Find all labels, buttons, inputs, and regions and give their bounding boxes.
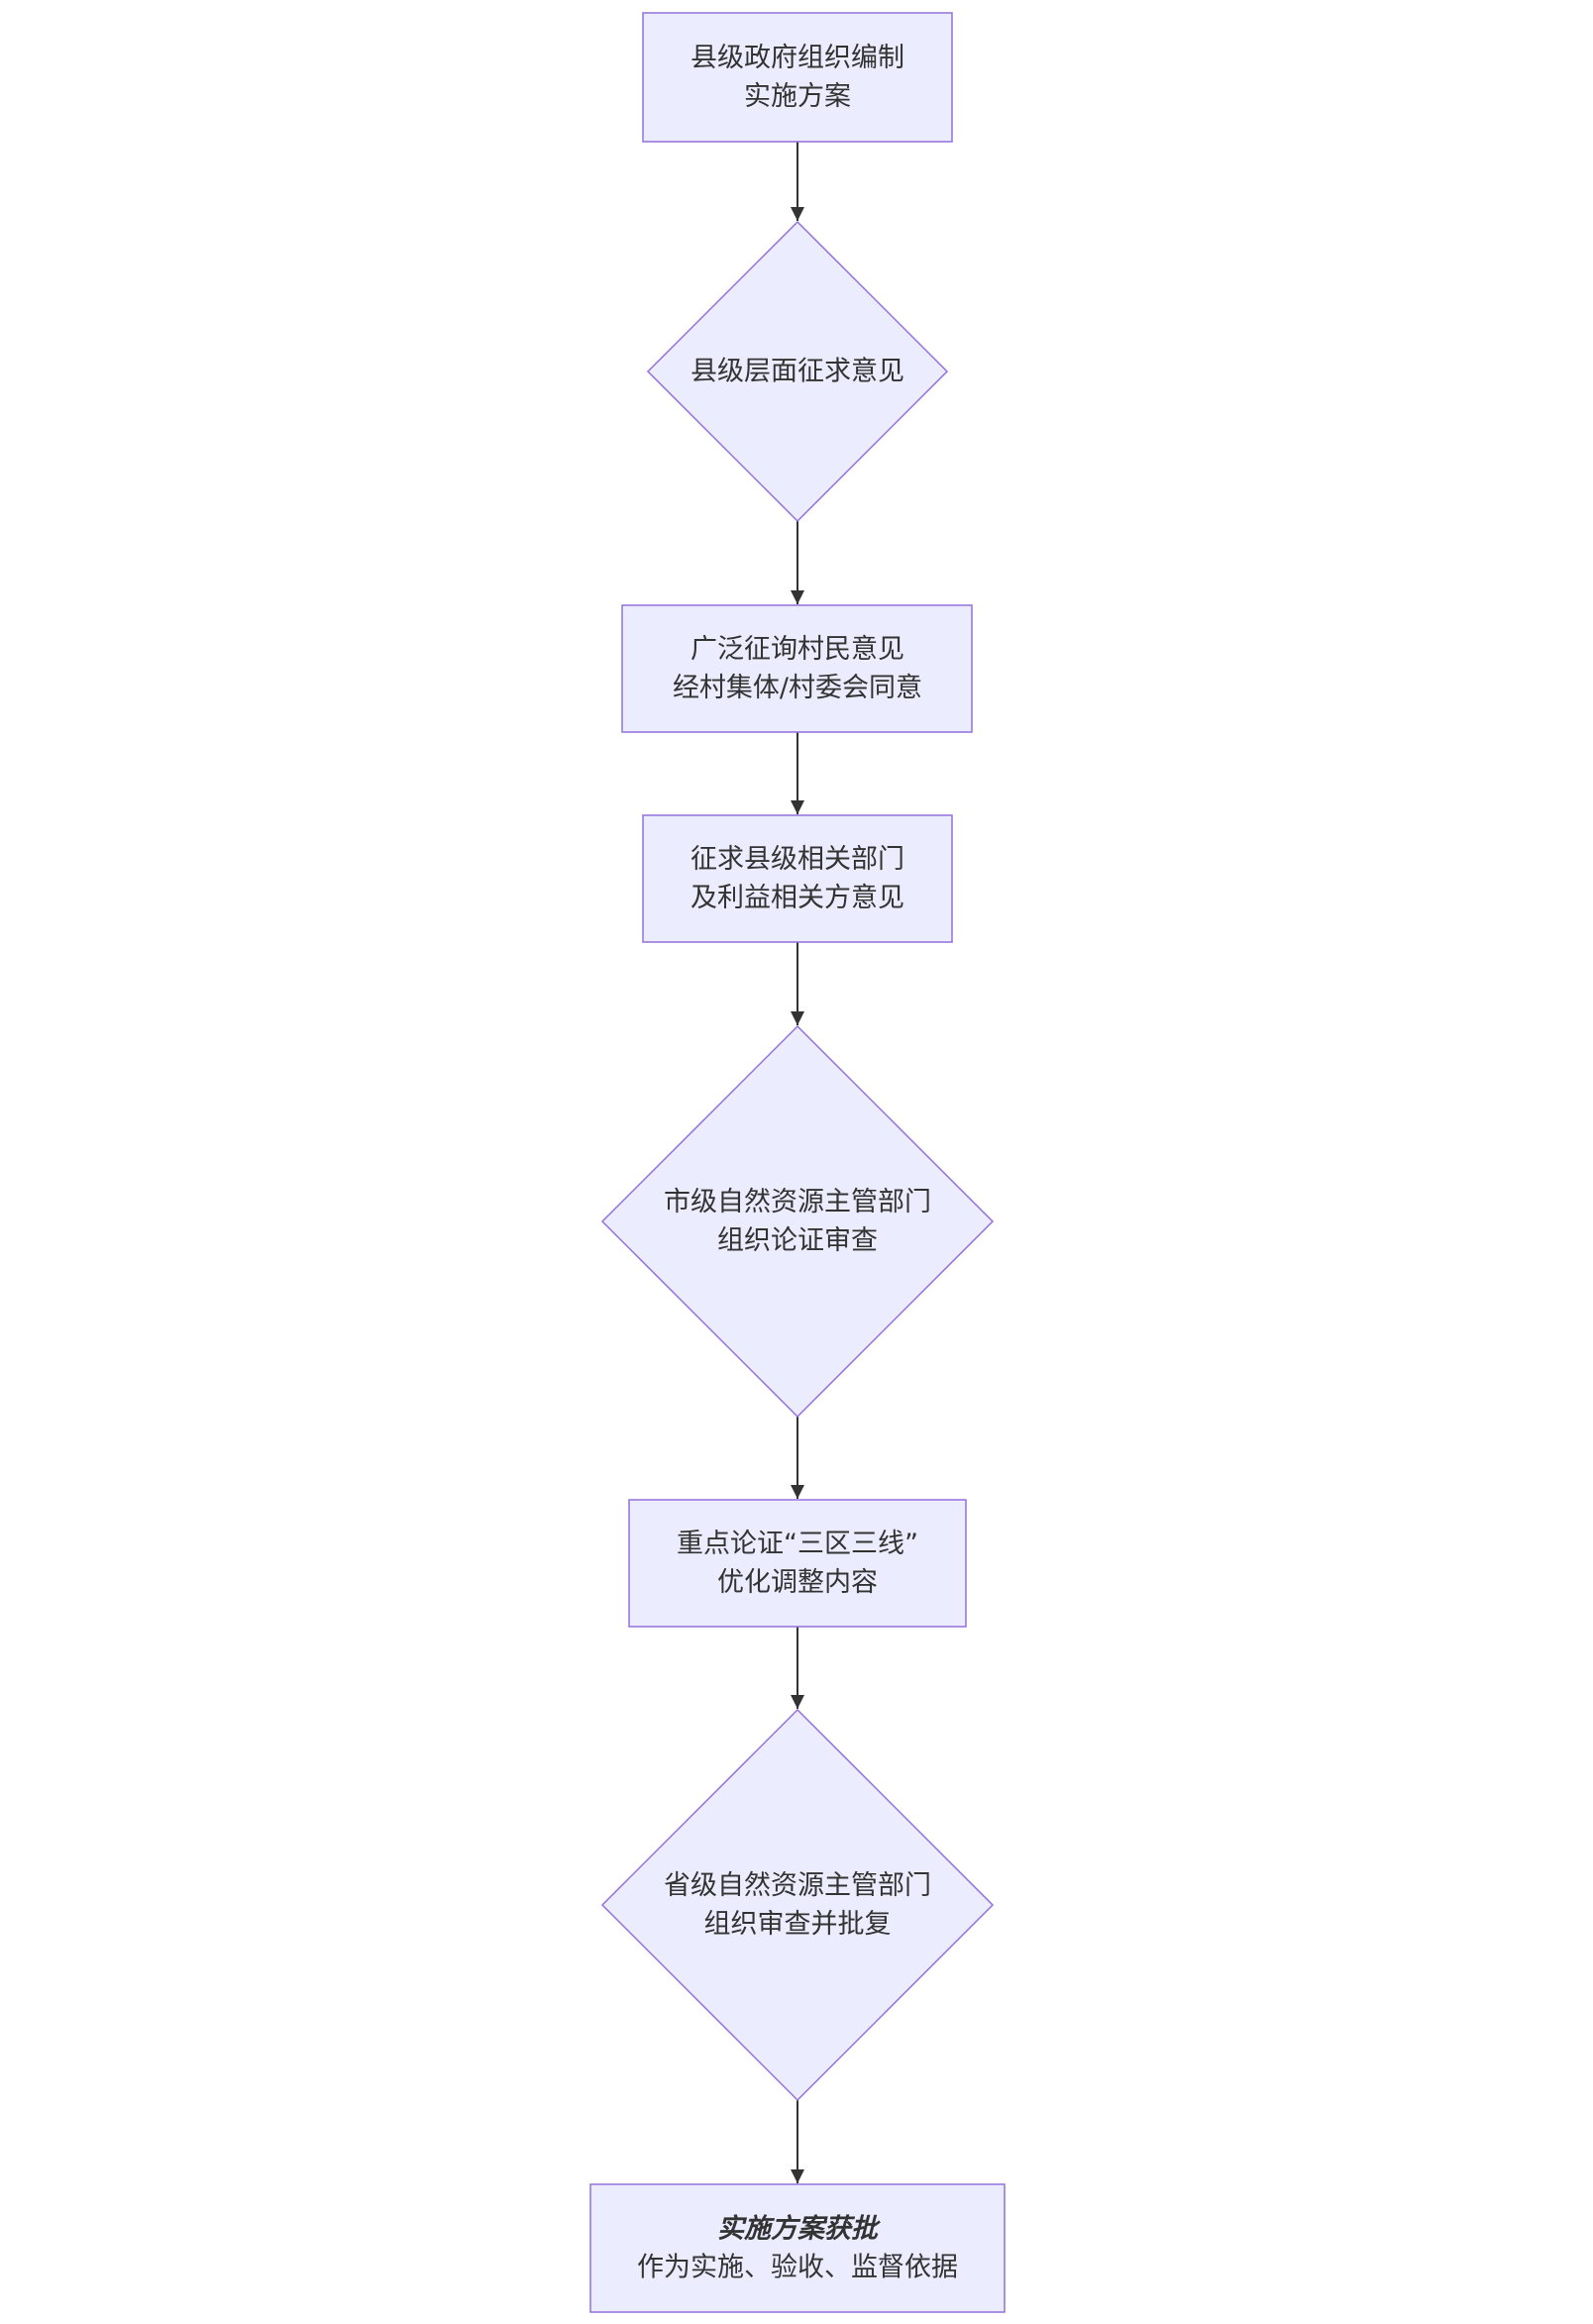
node-label-line: 省级自然资源主管部门 — [664, 1870, 931, 1901]
node-label-line: 经村集体/村委会同意 — [673, 673, 922, 703]
process-box — [621, 604, 973, 733]
node-label-line: 作为实施、验收、监督依据 — [637, 2253, 958, 2283]
nodes: 县级政府组织编制实施方案县级层面征求意见广泛征询村民意见经村集体/村委会同意征求… — [589, 12, 1006, 2313]
node-label-line: 实施方案获批 — [717, 2214, 881, 2245]
node-label-line: 及利益相关方意见 — [690, 883, 904, 913]
node-label-line: 县级层面征求意见 — [690, 357, 904, 387]
node-label-line: 县级政府组织编制 — [690, 43, 904, 73]
node-label-line: 实施方案 — [744, 81, 851, 112]
decision-diamond — [646, 220, 949, 523]
process-node-6: 重点论证“三区三线” 优化调整内容 — [628, 1499, 967, 1628]
node-label-line: 市级自然资源主管部门 — [664, 1187, 931, 1217]
decision-diamond — [600, 1024, 995, 1419]
process-box — [589, 2183, 1006, 2313]
decision-diamond — [600, 1708, 995, 2102]
process-box — [628, 1499, 967, 1628]
node-label-line: 重点论证“三区三线” — [677, 1529, 918, 1559]
node-label-line: 优化调整内容 — [717, 1567, 878, 1598]
node-label-line: 组织论证审查 — [717, 1225, 878, 1256]
node-label-line: 组织审查并批复 — [704, 1909, 892, 1940]
decision-node-2: 县级层面征求意见 — [646, 220, 949, 523]
node-label-line: 征求县级相关部门 — [690, 844, 904, 875]
node-label-line: 广泛征询村民意见 — [690, 634, 904, 665]
process-box — [642, 12, 953, 143]
process-box — [642, 814, 953, 943]
